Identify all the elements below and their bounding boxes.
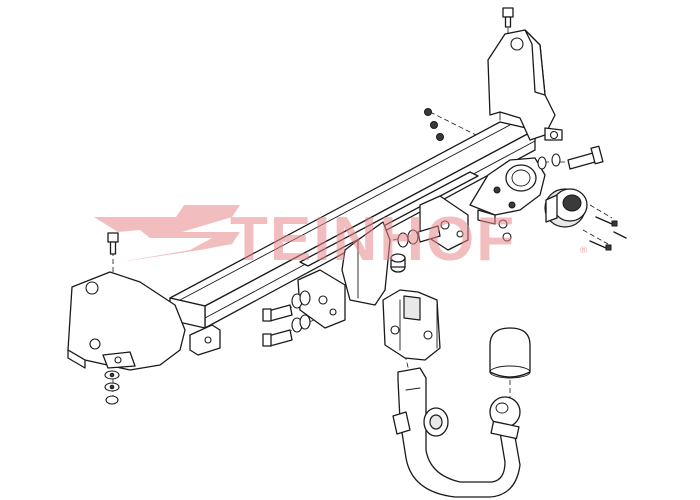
tow-ball-socket-housing bbox=[469, 157, 546, 225]
top-nuts bbox=[424, 108, 444, 141]
lower-left-bolts bbox=[262, 290, 311, 347]
left-nut-stack bbox=[104, 370, 120, 405]
electrical-socket bbox=[544, 188, 588, 228]
socket-screws bbox=[589, 216, 627, 251]
detachable-tow-ball-arm bbox=[392, 367, 521, 498]
brand-registered-mark: ® bbox=[579, 246, 588, 256]
receiver-housing bbox=[382, 289, 441, 361]
brand-logo-text: TEINHOF bbox=[230, 205, 516, 274]
right-mounting-bracket bbox=[487, 7, 563, 141]
center-mounting-plate bbox=[297, 221, 391, 329]
left-mounting-bracket bbox=[67, 232, 186, 371]
right-side-bolt bbox=[537, 145, 604, 170]
tow-ball-cap bbox=[489, 327, 531, 379]
center-bolts-and-spacers bbox=[390, 219, 512, 273]
brand-watermark: TEINHOF ® bbox=[94, 205, 588, 274]
crossbar-end-bracket bbox=[189, 324, 221, 356]
brand-logo-swoosh bbox=[94, 205, 240, 262]
crossbar-tube bbox=[169, 121, 536, 329]
